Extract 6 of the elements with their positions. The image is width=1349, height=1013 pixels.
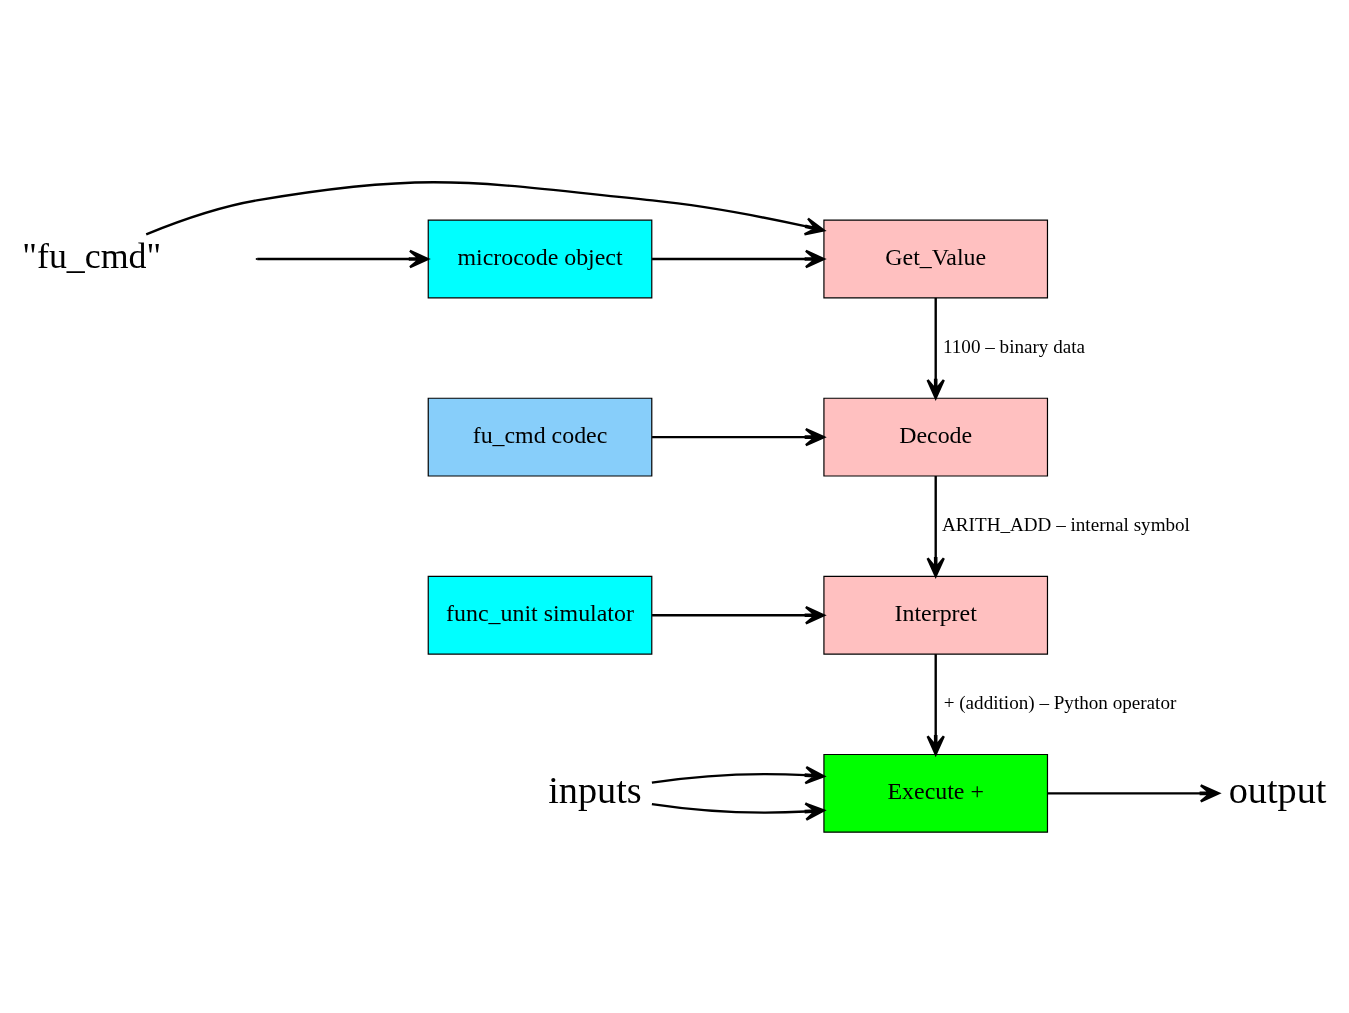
node-text: output [1228,768,1327,811]
edge-label: + (addition) – Python operator [943,691,1177,713]
node-text: inputs [548,768,642,811]
edge-label: ARITH_ADD – internal symbol [942,513,1190,535]
node-text: "fu_cmd" [22,235,162,276]
edge-label: 1100 – binary data [942,335,1086,357]
